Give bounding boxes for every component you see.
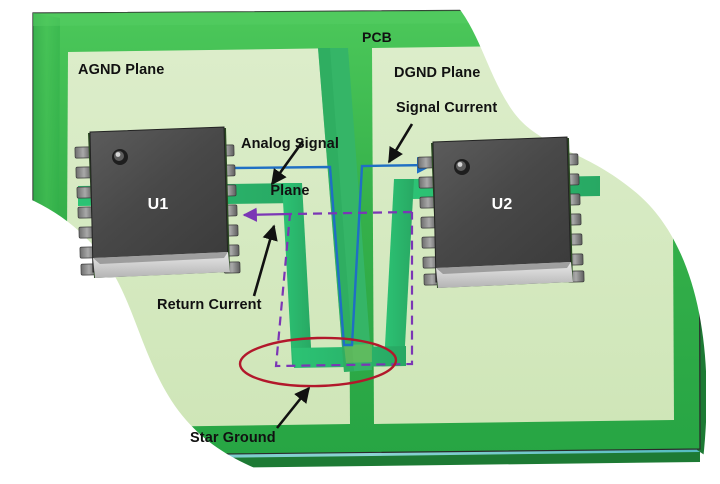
label-signal-current: Signal Current (396, 100, 498, 116)
return-current-leader (252, 224, 278, 297)
label-analog-signal-plane-line1: Analog Signal (241, 136, 339, 153)
analog-signal-plane-leader (270, 140, 305, 186)
cutout-top-right (452, 0, 720, 484)
star-ground-leader (275, 386, 311, 429)
return-current-arrow (242, 207, 291, 222)
label-agnd-plane: AGND Plane (78, 62, 165, 78)
leader-arrows (252, 123, 414, 429)
label-star-ground: Star Ground (190, 430, 276, 446)
label-dgnd-plane: DGND Plane (394, 65, 481, 81)
trace-bus-cap (344, 344, 372, 363)
return-current-path (274, 210, 414, 368)
chip-u1[interactable] (74, 126, 241, 278)
label-pcb: PCB (362, 29, 392, 45)
signal-current-leader (387, 123, 414, 164)
chip-u1-label: U1 (147, 196, 169, 213)
signal-current-path (231, 156, 434, 347)
label-return-current: Return Current (157, 297, 262, 313)
chip-u1-pins-left (74, 146, 98, 276)
trace-right-vertical (384, 179, 414, 364)
signal-current-trace (231, 156, 434, 347)
label-analog-signal-plane-line2: Plane (270, 183, 310, 200)
label-analog-signal-plane: Analog Signal Plane (230, 107, 350, 230)
chip-u2[interactable] (417, 136, 585, 288)
return-current-trace-body (274, 210, 414, 368)
cutout-bottom-left (0, 188, 300, 484)
chip-u2-label: U2 (491, 196, 513, 213)
trace-center-bus-shade (318, 48, 354, 372)
star-ground-ellipse (238, 336, 398, 388)
return-current-arrowhead (242, 207, 291, 222)
